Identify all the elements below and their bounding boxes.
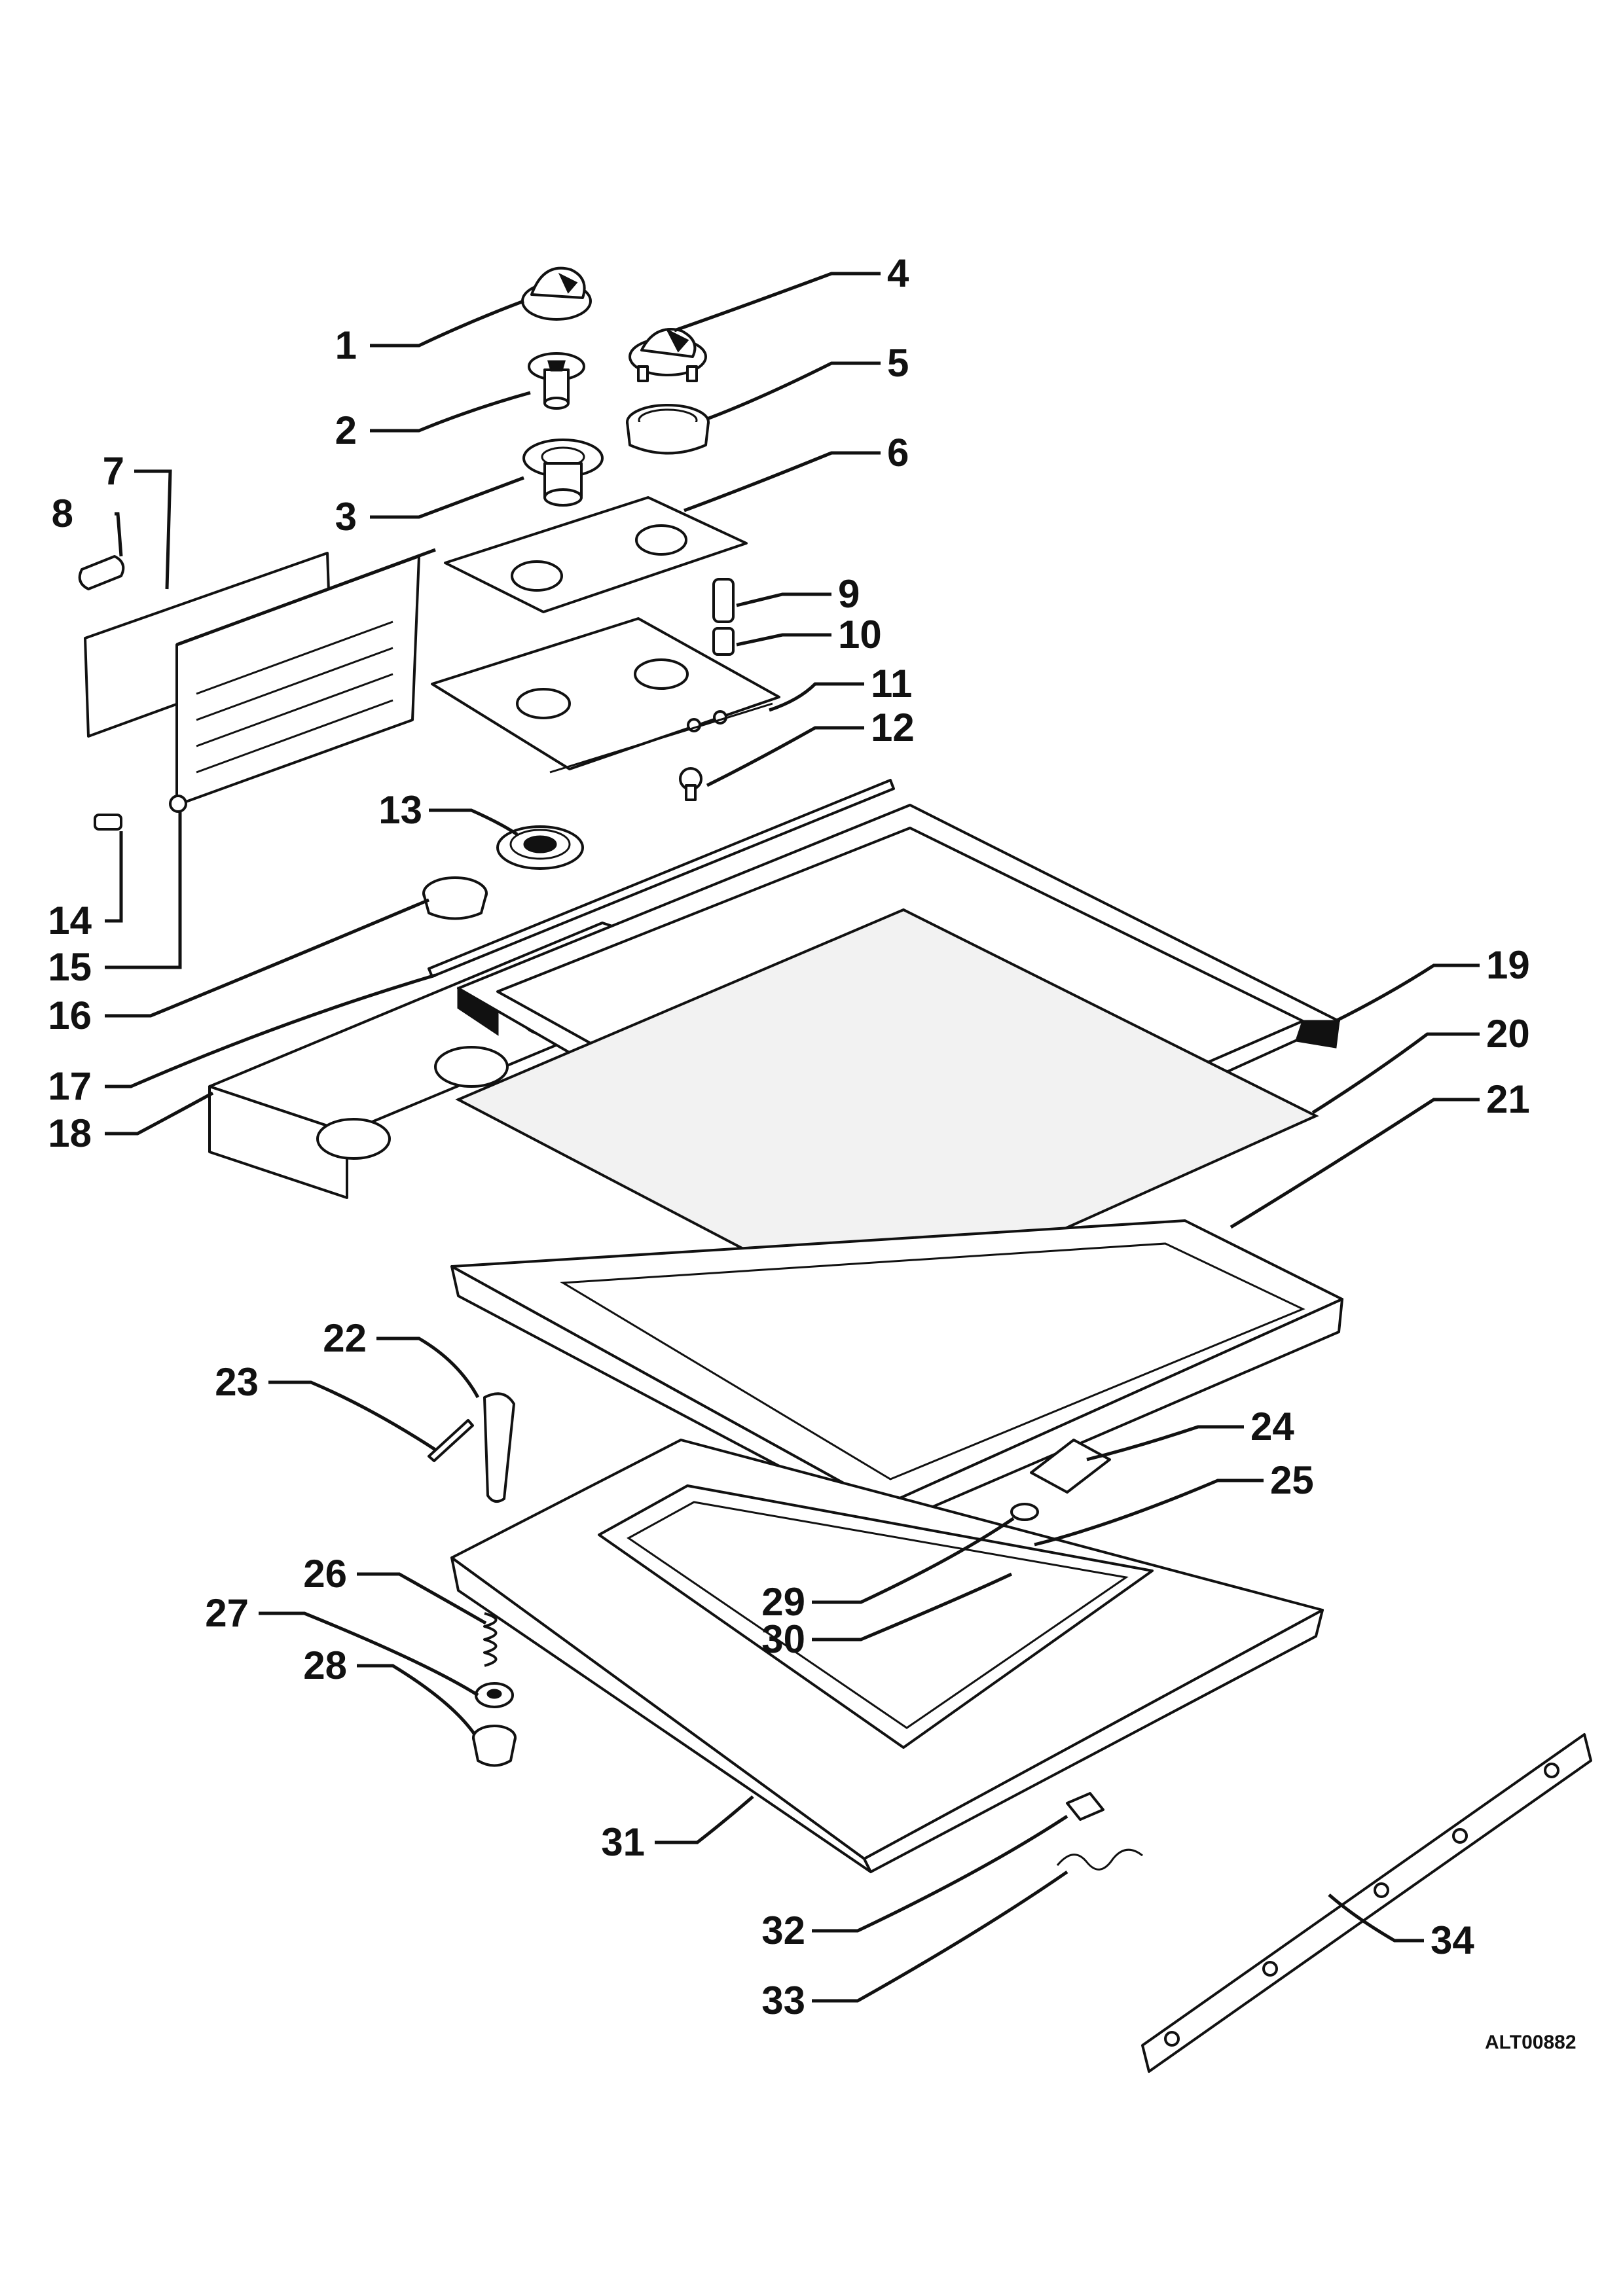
callout-12: 12: [871, 706, 915, 749]
part-28-cap: [472, 1725, 517, 1767]
part-23-pin: [428, 1419, 474, 1462]
part-34-trim-strip: [1141, 1733, 1592, 2073]
callout-21: 21: [1486, 1077, 1530, 1121]
part-21-top-frame: [450, 1219, 1343, 1526]
callout-27: 27: [205, 1591, 249, 1635]
callout-22: 22: [323, 1316, 367, 1360]
part-17-rod: [428, 779, 895, 978]
callout-5: 5: [887, 341, 909, 385]
part-12-screw: [679, 767, 702, 801]
part-8-block: [78, 555, 125, 590]
part-22-handle: [483, 1392, 515, 1503]
callout-6: 6: [887, 431, 909, 475]
part-27-nut: [475, 1682, 514, 1708]
callout-4: 4: [887, 251, 909, 295]
callout-16: 16: [48, 994, 92, 1037]
part-3-bezel: [522, 439, 604, 507]
callout-20: 20: [1486, 1012, 1530, 1056]
part-33-spring-wire: [1056, 1848, 1143, 1871]
part-14-pin: [94, 814, 122, 831]
callout-15: 15: [48, 945, 92, 989]
part-10-spacer: [712, 627, 735, 656]
part-31-door: [450, 1439, 1324, 1873]
drawing-reference-code: ALT00882: [1485, 2032, 1577, 2053]
part-6-panel-plate: [444, 496, 748, 613]
callout-26: 26: [303, 1552, 347, 1596]
part-26-spring: [483, 1612, 498, 1667]
callout-8: 8: [52, 492, 73, 535]
callout-2: 2: [335, 408, 357, 452]
callout-23: 23: [215, 1360, 259, 1404]
part-15-cup: [422, 876, 488, 920]
part-5-ring: [626, 404, 710, 455]
callout-14: 14: [48, 899, 92, 942]
part-20-glass-top: [455, 908, 1319, 1318]
callout-29: 29: [761, 1580, 805, 1624]
part-vented-rear-panel: [169, 548, 436, 813]
part-2-spindle-adaptor: [528, 352, 585, 410]
part-32-clip: [1066, 1792, 1104, 1821]
callout-25: 25: [1270, 1458, 1314, 1502]
callout-7: 7: [103, 449, 124, 493]
part-24-bracket: [1030, 1439, 1111, 1494]
callout-34: 34: [1431, 1918, 1474, 1962]
callout-31: 31: [601, 1820, 645, 1864]
callout-33: 33: [761, 1979, 805, 2022]
callout-1: 1: [335, 323, 357, 367]
callout-30: 30: [761, 1617, 805, 1661]
part-11-control-frame: [431, 617, 780, 774]
callout-18: 18: [48, 1111, 92, 1155]
callout-24: 24: [1250, 1405, 1294, 1448]
part-1-knob: [521, 266, 592, 321]
callout-28: 28: [303, 1643, 347, 1687]
part-13-cap: [496, 825, 584, 870]
part-9-spacer: [712, 578, 735, 623]
callout-9: 9: [838, 572, 860, 616]
part-4-timer-knob: [629, 328, 707, 382]
callout-numbers: 1 2 3 4 5 6 7 8 9 10 11 12 13 14 15 16 1…: [48, 251, 1530, 2022]
callout-13: 13: [378, 788, 422, 832]
callout-10: 10: [838, 613, 882, 656]
callout-19: 19: [1486, 943, 1530, 987]
part-29-washer: [1010, 1503, 1039, 1521]
callout-3: 3: [335, 495, 357, 539]
callout-11: 11: [871, 662, 912, 706]
callout-32: 32: [761, 1909, 805, 1952]
callout-17: 17: [48, 1064, 92, 1108]
leader-lines: [105, 272, 1480, 2003]
